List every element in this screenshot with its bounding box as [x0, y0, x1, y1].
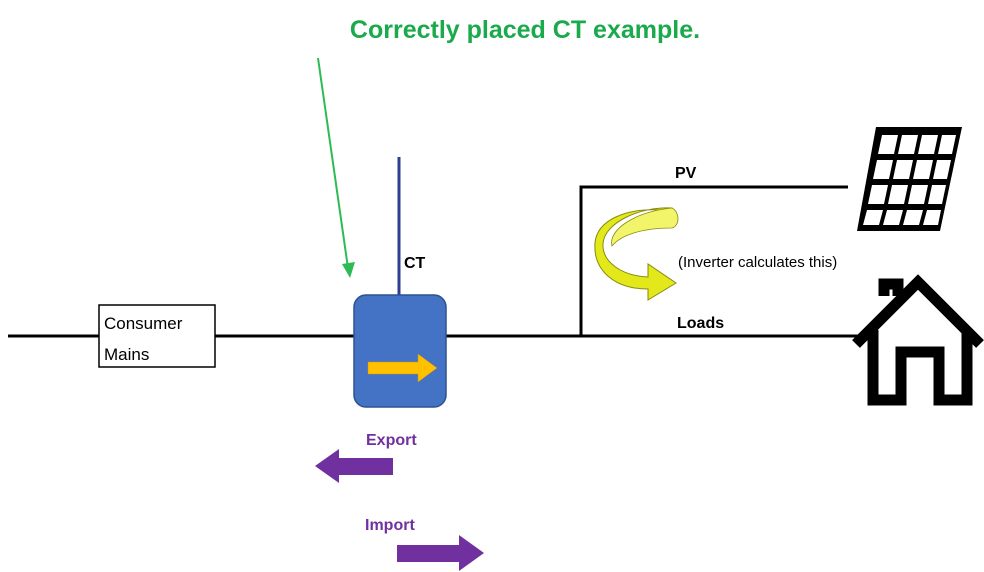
- pv-branch-wire: [579, 185, 848, 336]
- import-label: Import: [365, 517, 415, 534]
- house-icon: [852, 274, 984, 406]
- pointer-arrow: [317, 57, 355, 278]
- ct-box: [353, 294, 447, 408]
- import-arrow-icon: [397, 535, 484, 571]
- consumer-mains-label-line2: Mains: [104, 345, 149, 364]
- pv-label: PV: [675, 165, 697, 182]
- solar-panel-icon: [857, 127, 962, 231]
- export-arrow-icon: [315, 449, 393, 483]
- consumer-mains-label-line1: Consumer: [104, 314, 183, 333]
- ct-label: CT: [404, 255, 426, 272]
- export-label: Export: [366, 432, 417, 449]
- inverter-note: (Inverter calculates this): [678, 254, 837, 271]
- loads-label: Loads: [677, 315, 724, 332]
- curved-arrow-icon: [594, 207, 679, 301]
- consumer-mains-box: Consumer Mains: [98, 304, 216, 368]
- diagram-title: Correctly placed CT example.: [350, 16, 700, 44]
- ct-direction-icon: [367, 353, 438, 383]
